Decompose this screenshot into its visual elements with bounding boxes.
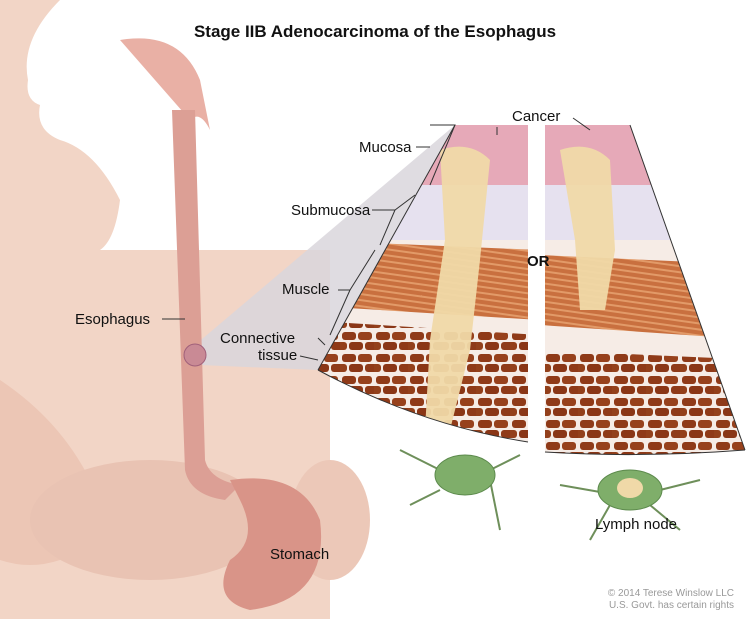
label-connective: Connective <box>220 330 296 347</box>
copyright-line-2: U.S. Govt. has certain rights <box>608 600 734 611</box>
label-esophagus: Esophagus <box>75 311 151 328</box>
copyright-line-1: © 2014 Terese Winslow LLC <box>607 588 734 599</box>
label-lymph-node: Lymph node <box>595 516 678 533</box>
lymph-nodes <box>399 449 701 541</box>
page-title: Stage IIB Adenocarcinoma of the Esophagu… <box>193 22 557 41</box>
label-connective-tissue: tissue <box>258 347 298 364</box>
stomach-organ <box>223 478 322 610</box>
label-muscle: Muscle <box>282 281 330 298</box>
esophagus-organ <box>120 38 322 610</box>
label-or: OR <box>527 253 550 270</box>
leader-lines <box>162 117 591 361</box>
label-stomach: Stomach <box>270 546 330 563</box>
label-mucosa: Mucosa <box>359 139 412 156</box>
label-cancer: Cancer <box>512 108 561 125</box>
tissue-panel-right <box>545 125 745 455</box>
label-submucosa: Submucosa <box>291 202 371 219</box>
magnification-cone <box>195 125 455 370</box>
cancer-mass-right <box>560 146 615 310</box>
copyright: © 2014 Terese Winslow LLC U.S. Govt. has… <box>608 588 734 612</box>
cancer-mass <box>425 146 490 430</box>
